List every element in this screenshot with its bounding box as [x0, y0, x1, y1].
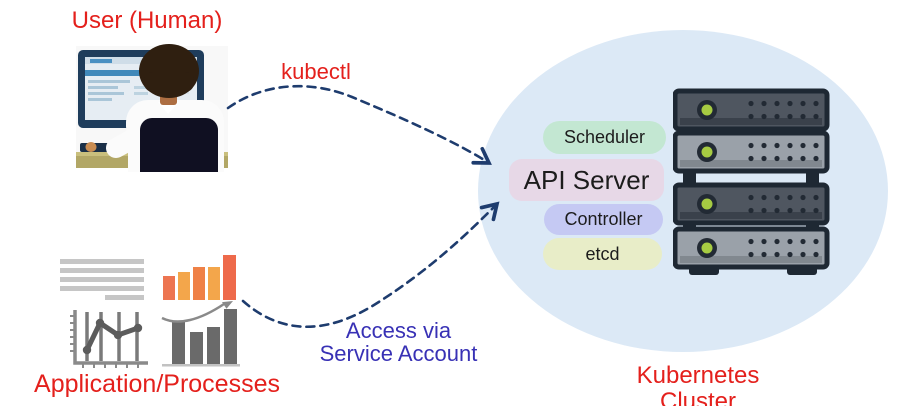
user-at-computer-icon — [76, 44, 228, 172]
controller-pill: Controller — [544, 204, 663, 235]
growth-bar-chart — [161, 301, 240, 367]
mouse — [85, 142, 97, 152]
person — [106, 44, 224, 172]
api-server-pill: API Server — [509, 159, 664, 201]
orange-bar-chart — [163, 255, 236, 300]
line-chart — [70, 310, 148, 368]
etcd-pill: etcd — [543, 238, 662, 270]
application-label: Application/Processes — [34, 370, 280, 398]
hair — [139, 44, 199, 98]
server-unit-1 — [675, 91, 827, 129]
service-account-arrow — [241, 201, 500, 329]
kubectl-label: kubectl — [281, 59, 351, 84]
scheduler-pill: Scheduler — [543, 121, 666, 154]
text-lines — [60, 259, 144, 300]
service-account-label: Access via Service Account — [319, 318, 478, 366]
server-unit-3 — [675, 185, 827, 223]
cluster-label: Kubernetes Cluster — [636, 362, 760, 406]
growth-arrow — [161, 302, 225, 323]
server-unit-2 — [675, 133, 827, 171]
server-rack-icon — [673, 87, 833, 275]
server-unit-4 — [675, 229, 827, 267]
charts-icon — [60, 255, 240, 368]
kubectl-arrow — [226, 84, 492, 165]
user-label: User (Human) — [71, 7, 223, 34]
